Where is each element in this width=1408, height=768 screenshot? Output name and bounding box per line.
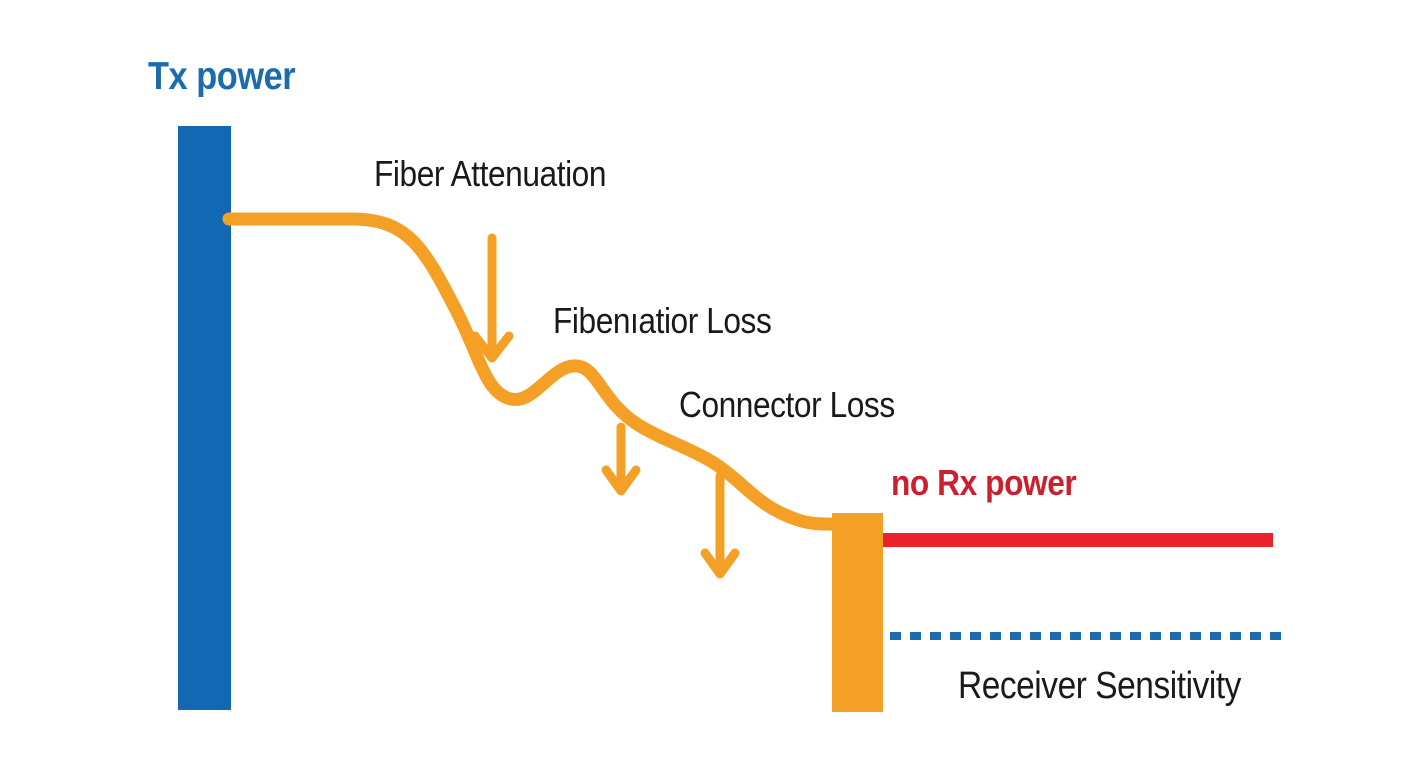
fiber-loss-arrow [601, 422, 641, 496]
connector-loss-arrow [700, 471, 740, 579]
no-rx-power-line [883, 533, 1273, 547]
tx-power-bar [178, 126, 231, 710]
receiver-sensitivity-line [890, 632, 1286, 640]
connector-loss-label: Connector Loss [679, 384, 895, 425]
power-curve [222, 212, 851, 531]
receiver-sensitivity-label: Receiver Sensitivity [958, 665, 1241, 707]
rx-power-bar [832, 513, 883, 712]
fiber-attenuation-label: Fiber Attenuation [374, 153, 607, 194]
fiber-loss-label: Fibenıatior Loss [553, 300, 772, 341]
tx-power-label: Tx power [148, 55, 296, 98]
no-rx-power-label: no Rx power [891, 462, 1077, 503]
fiber-attenuation-arrow [470, 233, 514, 363]
